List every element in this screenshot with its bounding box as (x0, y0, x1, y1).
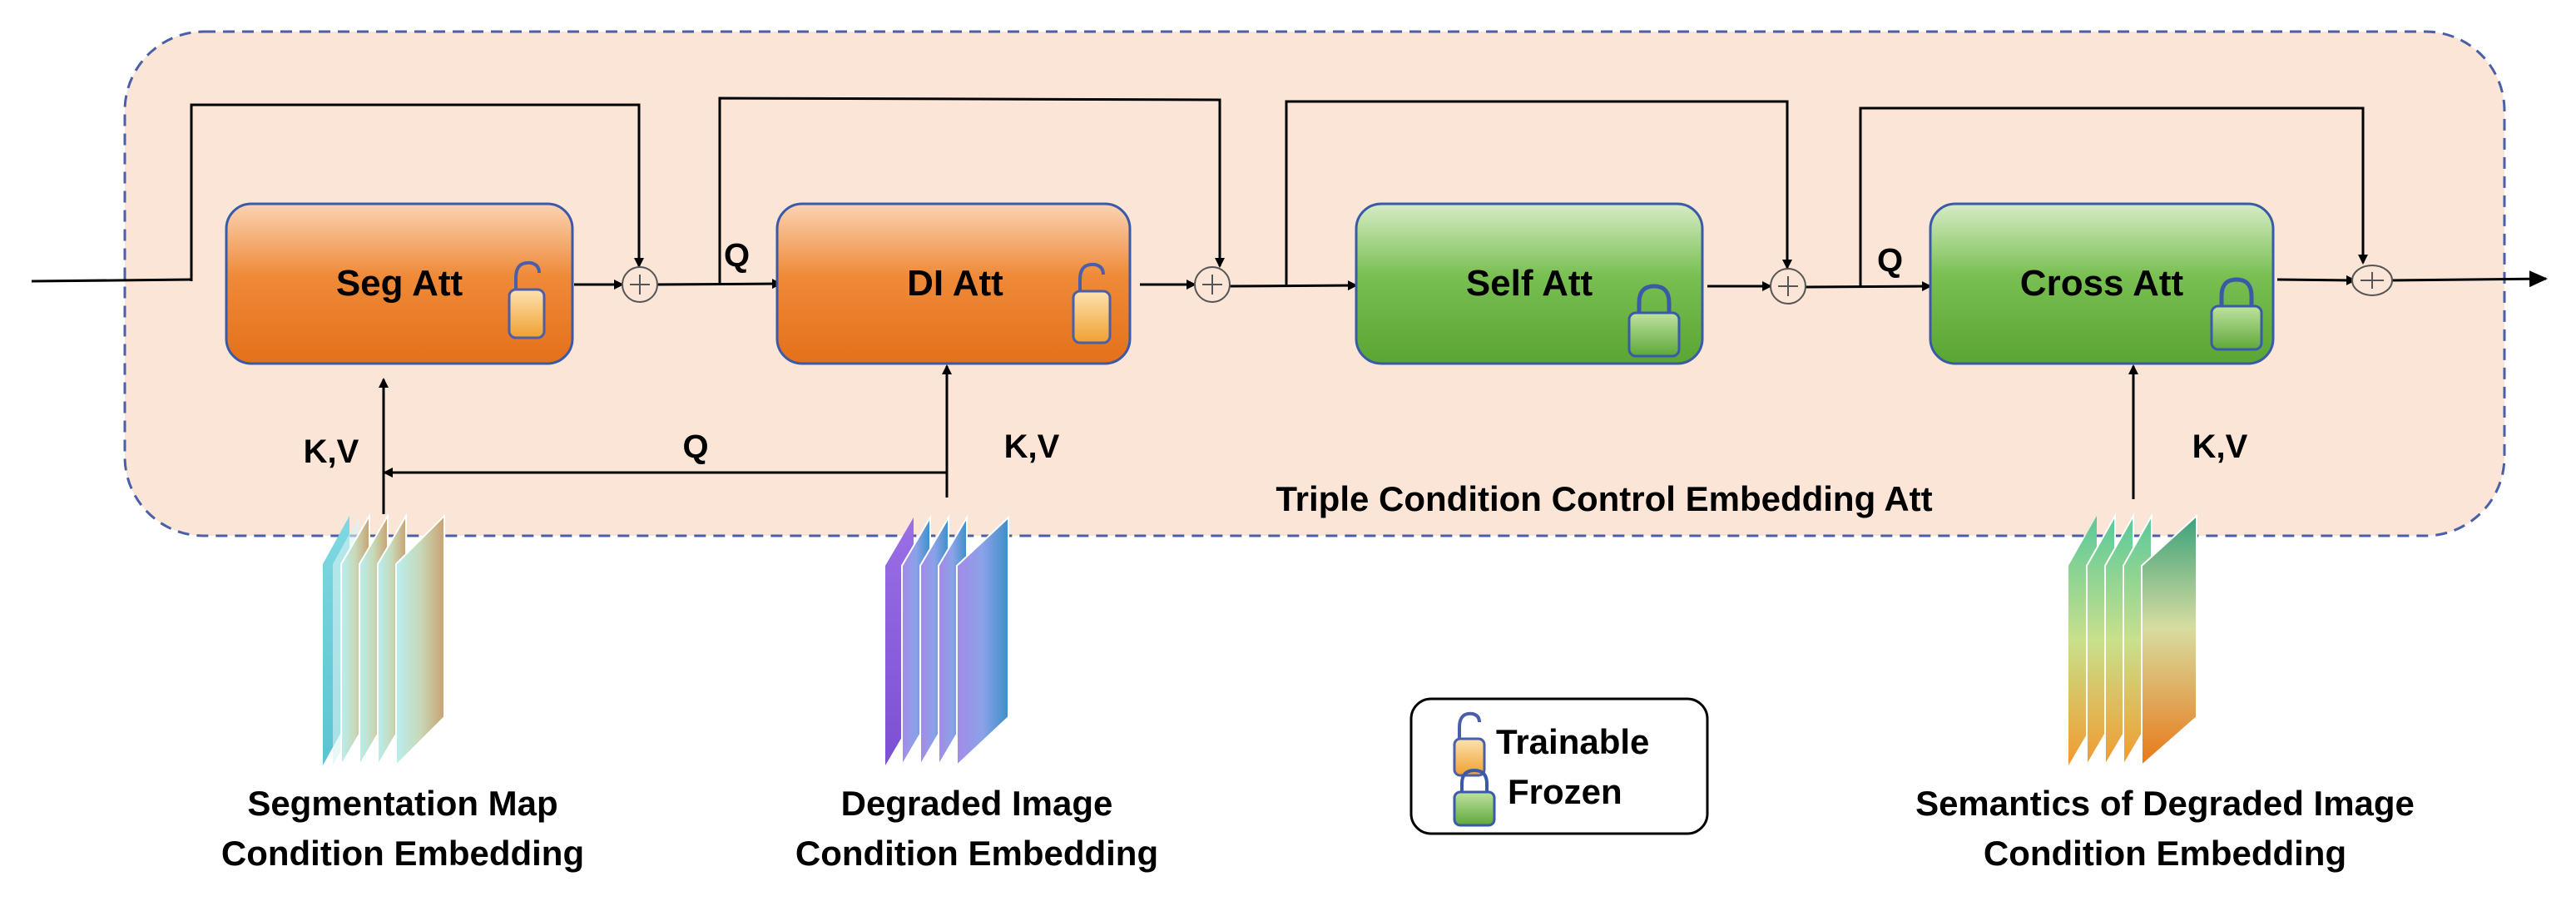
sum-nodes (622, 265, 2393, 304)
sum-node-1 (622, 266, 658, 303)
q-label-bottom: Q (682, 428, 708, 465)
unlock-icon (508, 260, 546, 339)
di-att-label: DI Att (907, 263, 1003, 304)
degraded-image-embedding-stack (885, 514, 1009, 769)
sum-node-3 (1770, 268, 1806, 304)
condition-inputs (379, 364, 2138, 514)
deg-embedding-line2: Condition Embedding (795, 834, 1158, 873)
seg-embedding-line1: Segmentation Map (247, 784, 557, 823)
deg-embedding-line1: Degraded Image (841, 784, 1113, 823)
seg-att-block: Seg Att (225, 202, 574, 365)
sum-node-4 (2351, 265, 2393, 296)
sem-embedding-line1: Semantics of Degraded Image (1915, 784, 2415, 823)
sem-embedding-line2: Condition Embedding (1984, 834, 2346, 873)
lock-icon (2210, 277, 2263, 351)
kv-label-cross: K,V (2192, 428, 2248, 465)
self-att-block: Self Att (1355, 202, 1704, 365)
lock-icon (1627, 284, 1681, 358)
seg-embedding-line2: Condition Embedding (221, 834, 584, 873)
legend: Trainable Frozen (1409, 697, 1709, 835)
kv-label-di: K,V (1004, 428, 1060, 465)
semantics-embedding-stack (2068, 512, 2197, 769)
segmentation-embedding-stack (323, 512, 445, 769)
di-att-block: DI Att (775, 202, 1132, 365)
sum-node-2 (1194, 266, 1231, 303)
legend-trainable: Trainable (1496, 722, 1649, 761)
self-att-label: Self Att (1466, 263, 1593, 304)
lock-icon (1453, 768, 1496, 827)
legend-frozen: Frozen (1508, 772, 1622, 811)
skip-connections (190, 97, 2368, 286)
q-label-cross: Q (1877, 242, 1903, 279)
cross-att-label: Cross Att (2020, 263, 2184, 304)
seg-att-label: Seg Att (336, 263, 463, 304)
q-label-di: Q (724, 237, 750, 274)
module-title: Triple Condition Control Embedding Att (1276, 479, 1932, 518)
kv-label-seg: K,V (304, 433, 359, 470)
unlock-icon (1072, 262, 1112, 344)
unlock-icon (1453, 711, 1486, 777)
main-flow (31, 270, 2548, 292)
cross-att-block: Cross Att (1929, 202, 2275, 365)
